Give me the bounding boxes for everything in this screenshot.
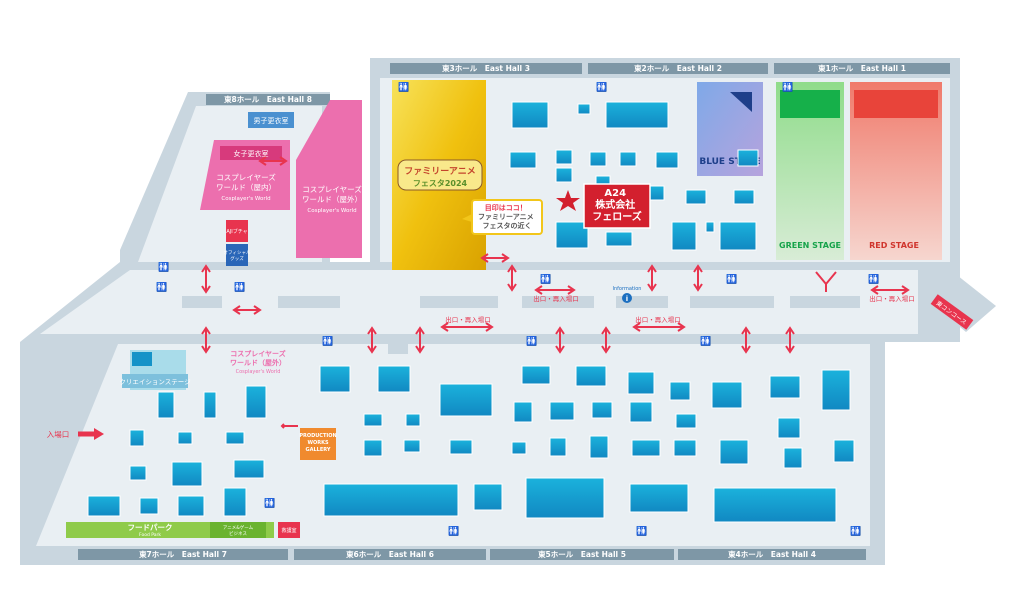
hall-label-5: 東5ホール East Hall 5	[538, 549, 626, 559]
exit-reentry-label-4: 出口・再入場口	[869, 294, 915, 303]
highlight-booth: A24 株式会社 フェローズ	[556, 183, 651, 229]
cosplayers-world-hall7-label: コスプレイヤーズワールド（屋外）	[230, 349, 286, 367]
restroom-icon: 🚻	[322, 335, 333, 347]
anime-game-area-label: アニメ&ゲームビジネス	[223, 524, 254, 537]
floor-plan	[20, 58, 996, 565]
red-stage: RED STAGE	[850, 82, 942, 260]
restroom-icon: 🚻	[596, 81, 607, 93]
hall-3-festival-area: ファミリーアニメ フェスタ2024 目印はココ！ ファミリーアニメ フェスタの近…	[392, 80, 543, 270]
restroom-icons: 🚻 🚻 🚻 🚻 🚻 🚻 🚻 🚻 🚻 🚻 🚻 🚻 🚻 🚻 🚻 🚻	[156, 81, 879, 537]
restroom-icon: 🚻	[156, 281, 167, 293]
booths-south	[87, 365, 855, 523]
restroom-icon: 🚻	[234, 281, 245, 293]
food-park-label: フードパーク	[128, 522, 173, 532]
green-stage-label: GREEN STAGE	[779, 241, 841, 250]
exit-reentry-label-3: 出口・再入場口	[635, 315, 681, 324]
cosplayers-world-indoor-label: コスプレイヤーズワールド（屋内）	[216, 172, 276, 192]
hall-label-4: 東4ホール East Hall 4	[728, 549, 816, 559]
hall-label-7: 東7ホール East Hall 7	[139, 549, 227, 559]
svg-text:i: i	[626, 295, 628, 303]
restroom-icon: 🚻	[398, 81, 409, 93]
entrance-arrow-icon	[94, 428, 104, 440]
cosplayers-world-outdoor-en: Cosplayer's World	[307, 208, 356, 214]
landmark-note: 目印はココ！ ファミリーアニメ フェスタの近く	[478, 203, 536, 230]
hall-label-6: 東6ホール East Hall 6	[346, 549, 434, 559]
festival-logo: ファミリーアニメ フェスタ2024	[397, 159, 483, 191]
hall-label-3: 東3ホール East Hall 3	[442, 63, 530, 73]
restroom-icon: 🚻	[700, 335, 711, 347]
restroom-icon: 🚻	[782, 81, 793, 93]
red-stage-label: RED STAGE	[869, 241, 919, 250]
food-park-en: Food Park	[139, 532, 161, 538]
direction-arrows	[201, 156, 910, 429]
information-label: Information	[613, 286, 642, 292]
hall-7-areas: クリエイションステージ フードパーク Food Park アニメ&ゲームビジネス…	[66, 349, 300, 538]
restroom-icon: 🚻	[726, 273, 737, 285]
medical-room-label: 救護室	[281, 527, 296, 534]
restroom-icon: 🚻	[526, 335, 537, 347]
mens-dressing-room-label: 男子更衣室	[254, 116, 289, 125]
restroom-icon: 🚻	[636, 525, 647, 537]
entrance-label: 入場口	[47, 429, 70, 439]
blue-stage-label: BLUE STAGE	[699, 157, 760, 167]
green-stage: GREEN STAGE	[776, 82, 844, 260]
restroom-icon: 🚻	[868, 273, 879, 285]
restroom-icon: 🚻	[540, 273, 551, 285]
cosplayers-world-hall7-en: Cosplayer's World	[236, 369, 281, 375]
corridor-pillars	[122, 296, 860, 354]
hall-label-8: 東8ホール East Hall 8	[224, 94, 312, 104]
exit-reentry-label-2: 出口・再入場口	[445, 315, 491, 324]
cosplayers-world-outdoor-label: コスプレイヤーズワールド（屋外）	[302, 184, 362, 204]
official-goods-label: オフィシャルグッズ	[224, 250, 251, 262]
hall-labels: 東8ホール East Hall 8 東3ホール East Hall 3 東2ホー…	[78, 63, 950, 560]
restroom-icon: 🚻	[448, 525, 459, 537]
hall-label-1: 東1ホール East Hall 1	[818, 63, 906, 73]
information: Information i	[613, 286, 642, 303]
svg-text:ファミリーアニメ: ファミリーアニメ	[404, 166, 475, 177]
restroom-icon: 🚻	[264, 497, 275, 509]
highlight-company-label: A24 株式会社 フェローズ	[592, 188, 642, 223]
star-icon	[556, 190, 580, 211]
info-icon	[622, 293, 632, 303]
womens-dressing-room-label: 女子更衣室	[234, 149, 269, 158]
creation-stage-label: クリエイションステージ	[119, 378, 191, 386]
cosplayers-world-indoor-en: Cosplayer's World	[221, 196, 270, 202]
hall-label-2: 東2ホール East Hall 2	[634, 63, 722, 73]
hall-8-areas: 男子更衣室 女子更衣室 コスプレイヤーズワールド（屋内） Cosplayer's…	[200, 100, 362, 266]
restroom-icon: 🚻	[850, 525, 861, 537]
exit-reentry-label-1: 出口・再入場口	[533, 294, 579, 303]
restroom-icon: 🚻	[158, 261, 169, 273]
aji-booth-label: AJIブチャ	[226, 228, 247, 235]
svg-text:フェスタ2024: フェスタ2024	[413, 178, 468, 188]
